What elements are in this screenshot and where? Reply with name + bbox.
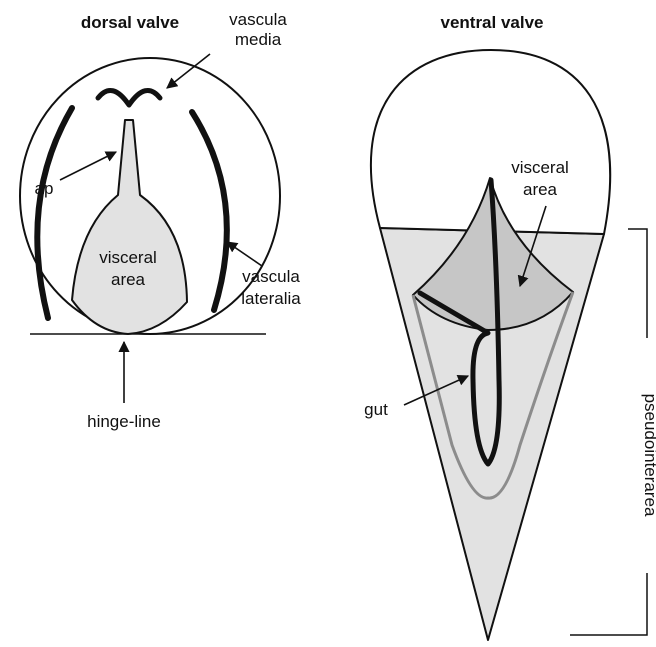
label-pseudointerarea: pseudointerarea	[641, 394, 656, 517]
label-gut: gut	[364, 400, 388, 419]
label-vascula-lateralia-1: vascula	[242, 267, 300, 286]
dorsal-valve-title: dorsal valve	[81, 13, 179, 32]
label-ventral-visceral-2: area	[523, 180, 558, 199]
ventral-valve-title: ventral valve	[440, 13, 543, 32]
ventral-valve: ventral valve pseudointerarea visceral a…	[364, 13, 656, 640]
label-vascula-media-2: media	[235, 30, 282, 49]
label-vascula-media-1: vascula	[229, 10, 287, 29]
dorsal-valve: dorsal valve vascula media ap visceral a…	[20, 10, 301, 431]
label-ap: ap	[35, 179, 54, 198]
label-dorsal-visceral-1: visceral	[99, 248, 157, 267]
label-vascula-lateralia-2: lateralia	[241, 289, 301, 308]
label-dorsal-visceral-2: area	[111, 270, 146, 289]
label-hinge-line: hinge-line	[87, 412, 161, 431]
label-ventral-visceral-1: visceral	[511, 158, 569, 177]
